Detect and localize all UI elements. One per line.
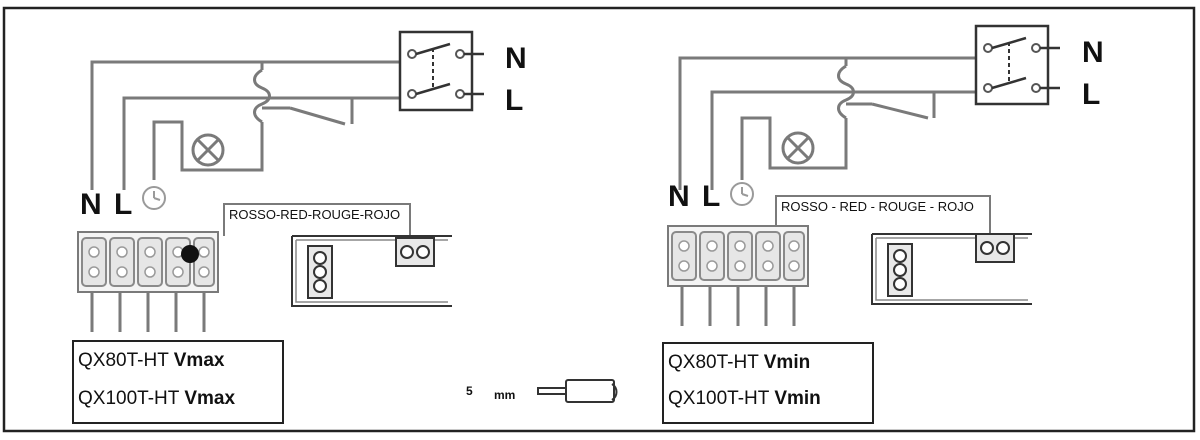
right-model-line-1: QX80T-HT Vmin <box>668 352 810 374</box>
strip-unit: mm <box>494 388 516 402</box>
model-mode: Vmin <box>763 352 811 373</box>
left-switch-l-label: L <box>505 84 524 117</box>
jumper-dot <box>181 245 199 263</box>
model-name: QX100T-HT <box>78 388 180 409</box>
strip-length: 5 <box>466 384 473 398</box>
clock-icon <box>730 182 754 206</box>
terminal-block <box>76 230 220 334</box>
wire-strip-icon <box>537 379 618 403</box>
right-model-box: QX80T-HT Vmin QX100T-HT Vmin <box>662 342 874 424</box>
right-switch-l-label: L <box>1082 78 1101 111</box>
switch-icon <box>398 30 486 112</box>
model-mode: Vmax <box>184 388 236 409</box>
model-mode: Vmax <box>173 350 225 371</box>
lamp-icon <box>191 133 225 167</box>
lamp-icon <box>781 131 815 165</box>
model-mode: Vmin <box>774 388 821 409</box>
right-diagram <box>678 56 991 236</box>
left-block-n-label: N <box>80 188 102 221</box>
model-name: QX80T-HT <box>668 352 759 373</box>
right-wire-label: ROSSO - RED - ROUGE - ROJO <box>781 199 974 214</box>
left-block-l-label: L <box>114 188 133 221</box>
outer-frame <box>2 6 1196 433</box>
right-switch-n-label: N <box>1082 36 1104 69</box>
right-block-n-label: N <box>668 180 690 213</box>
board-terminal <box>975 233 1015 263</box>
left-diagram <box>90 60 412 238</box>
left-wire-label: ROSSO-RED-ROUGE-ROJO <box>229 207 401 222</box>
switch-icon <box>974 24 1062 106</box>
left-switch-n-label: N <box>505 42 527 75</box>
left-model-line-2: QX100T-HT Vmax <box>78 388 235 410</box>
model-name: QX100T-HT <box>668 388 770 409</box>
terminal-block <box>666 224 810 328</box>
board-terminal <box>395 237 435 267</box>
clock-icon <box>142 186 166 210</box>
right-model-line-2: QX100T-HT Vmin <box>668 388 821 410</box>
right-block-l-label: L <box>702 180 721 213</box>
model-name: QX80T-HT <box>78 350 169 371</box>
left-model-line-1: QX80T-HT Vmax <box>78 350 224 372</box>
left-model-box: QX80T-HT Vmax QX100T-HT Vmax <box>72 340 284 424</box>
